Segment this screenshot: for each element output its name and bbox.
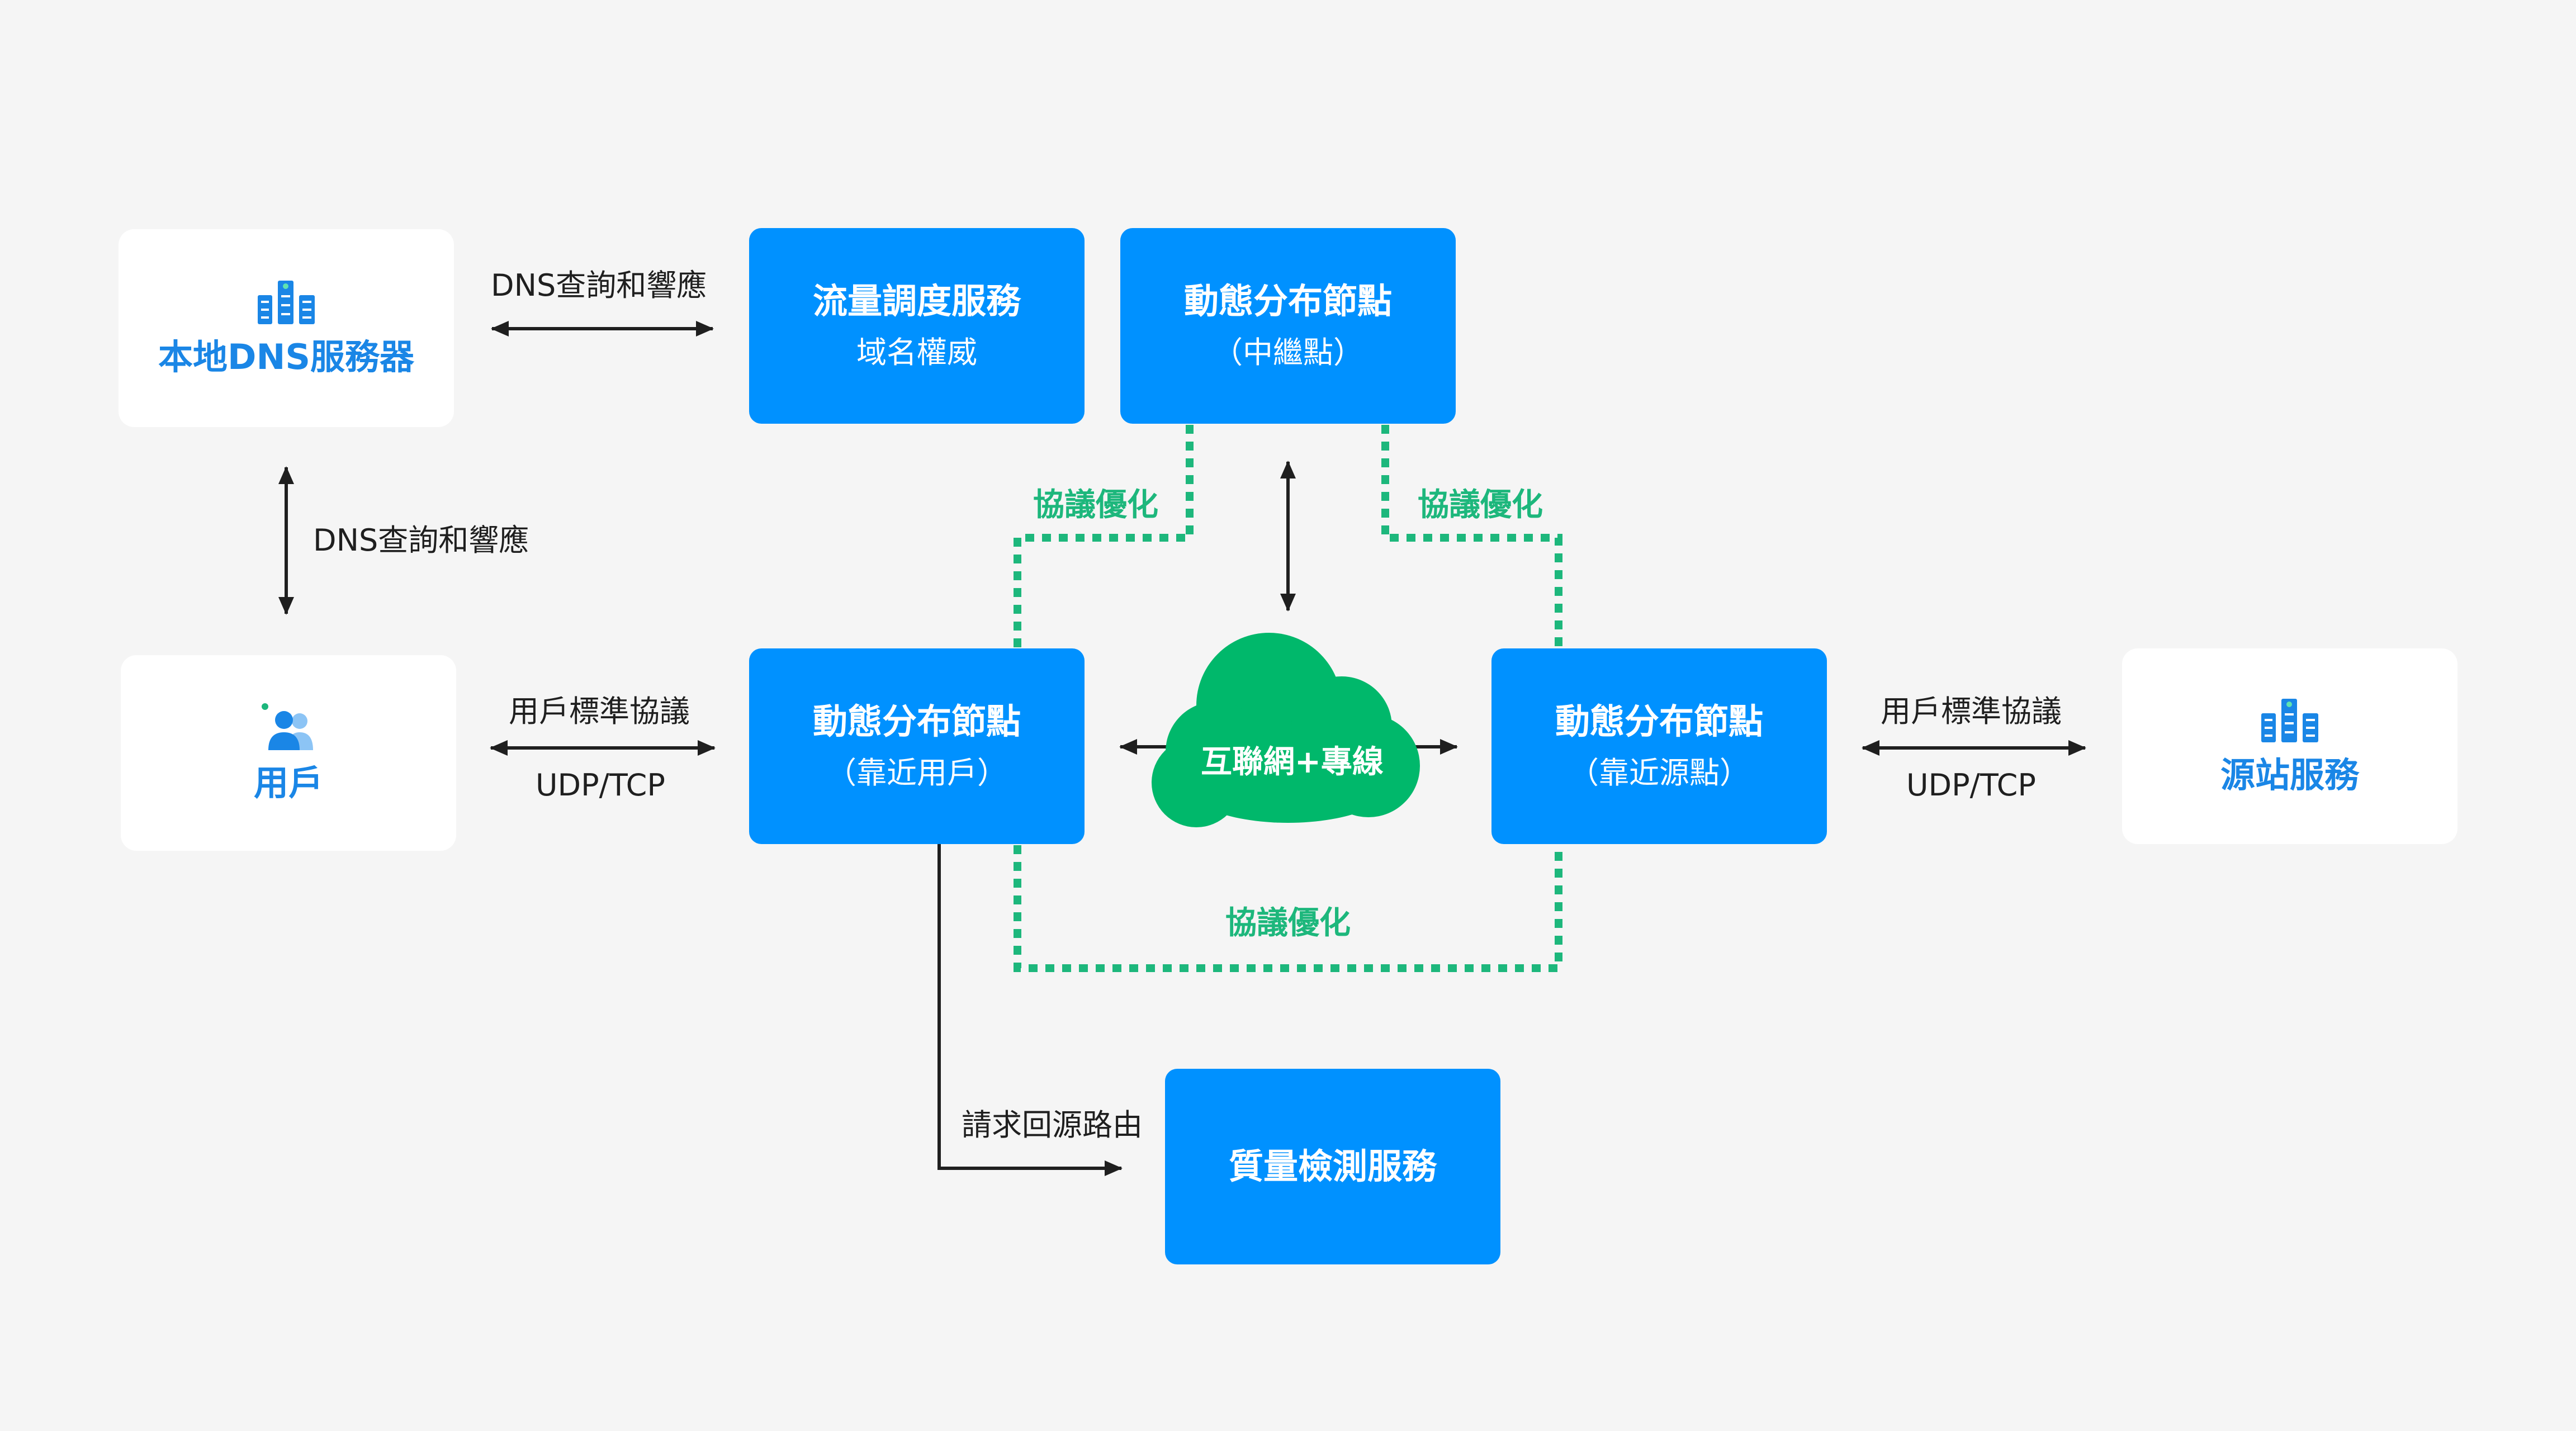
dotted-opt-right	[1381, 425, 1562, 648]
quality-node: 質量檢測服務	[1165, 1069, 1500, 1264]
user-proto-label: 用戶標準協議	[509, 694, 690, 729]
origin-proto-label: 用戶標準協議	[1881, 694, 2062, 729]
quality-title: 質量檢測服務	[1228, 1145, 1437, 1187]
opt-right-label: 協議優化	[1418, 487, 1543, 523]
dns-left-label: DNS查詢和響應	[313, 523, 529, 558]
origin-node: 源站服務	[2122, 648, 2457, 844]
local-dns-node: 本地DNS服務器	[119, 229, 454, 427]
traffic-title: 流量調度服務	[812, 281, 1021, 322]
traffic-sub: 域名權威	[856, 334, 977, 370]
near-origin-title: 動態分布節點	[1555, 701, 1763, 742]
relay-title: 動態分布節點	[1183, 281, 1392, 322]
relay-sub: （中繼點）	[1213, 334, 1363, 370]
dns-top-label: DNS查詢和響應	[491, 268, 707, 303]
arrow-back-route	[937, 844, 1123, 1176]
near-origin-node: 動態分布節點 （靠近源點）	[1491, 648, 1827, 844]
back-route-label: 請求回源路由	[962, 1107, 1143, 1143]
relay-node: 動態分布節點 （中繼點）	[1120, 228, 1456, 424]
local-dns-label: 本地DNS服務器	[158, 336, 414, 377]
traffic-node: 流量調度服務 域名權威	[749, 228, 1085, 424]
user-node: 用戶	[121, 655, 456, 851]
origin-label: 源站服務	[2220, 754, 2359, 795]
server-rack-icon	[2261, 698, 2318, 742]
cloud-label: 互聯網+專線	[1201, 744, 1384, 780]
users-icon	[262, 703, 313, 750]
origin-udp-label: UDP/TCP	[1906, 767, 2036, 803]
opt-bottom-label: 協議優化	[1225, 905, 1351, 941]
cloud-shape	[1152, 633, 1420, 827]
near-user-node: 動態分布節點 （靠近用戶）	[749, 648, 1085, 844]
server-rack-icon	[258, 280, 315, 324]
user-label: 用戶	[253, 762, 323, 803]
dotted-opt-bottom	[1014, 845, 1562, 972]
near-user-sub: （靠近用戶）	[826, 755, 1007, 790]
dotted-opt-left	[1014, 425, 1194, 648]
user-udp-label: UDP/TCP	[536, 767, 665, 803]
near-origin-sub: （靠近源點）	[1569, 755, 1750, 790]
opt-left-label: 協議優化	[1033, 487, 1158, 523]
near-user-title: 動態分布節點	[812, 701, 1021, 742]
